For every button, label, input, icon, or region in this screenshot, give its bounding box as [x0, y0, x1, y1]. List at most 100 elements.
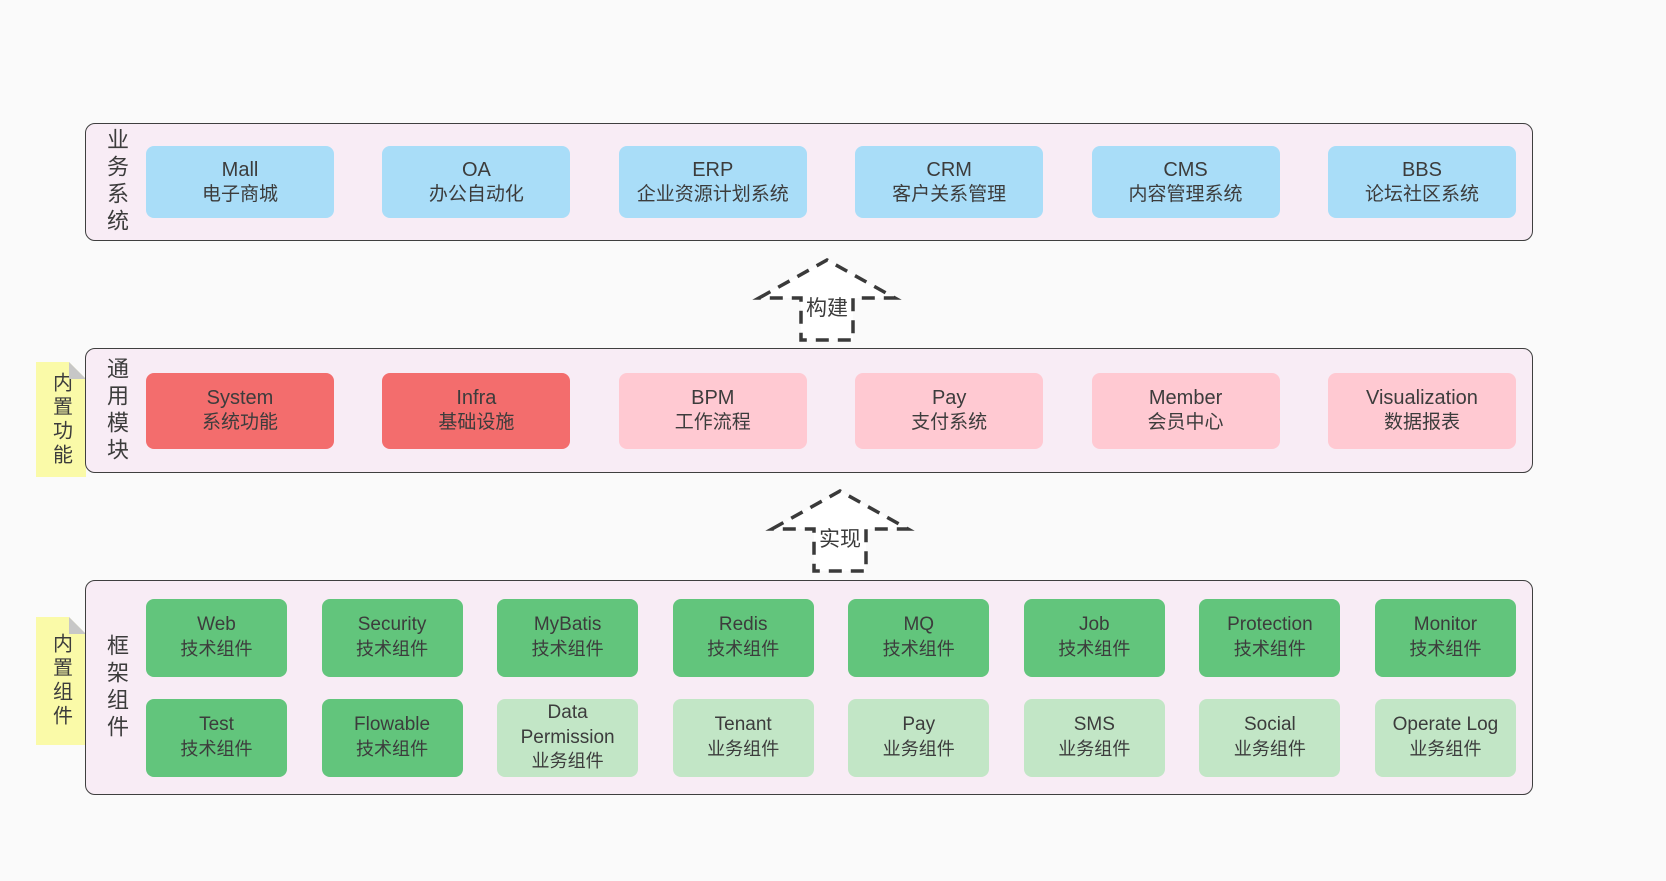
box-subtitle: 业务组件: [882, 739, 955, 760]
box-mq: MQ 技术组件: [848, 598, 990, 677]
box-subtitle: 技术组件: [1058, 639, 1131, 660]
box-subtitle: 工作流程: [674, 412, 751, 434]
box-pay-biz: Pay 业务组件: [848, 698, 990, 777]
box-sms: SMS 业务组件: [1023, 698, 1165, 777]
box-oa: OA 办公自动化: [382, 146, 571, 218]
box-infra: Infra 基础设施: [382, 372, 571, 449]
note-label: 内置组件: [49, 633, 72, 729]
box-subtitle: 论坛社区系统: [1364, 183, 1479, 205]
box-system: System 系统功能: [146, 372, 334, 449]
box-title: Visualization: [1365, 387, 1478, 410]
box-operate-log: Operate Log 业务组件: [1374, 698, 1516, 777]
box-title: SMS: [1073, 714, 1115, 736]
box-title: Infra: [456, 387, 497, 410]
box-title: Protection: [1227, 614, 1313, 636]
box-subtitle: 技术组件: [355, 639, 429, 660]
box-title: Test: [199, 714, 234, 736]
modules-row: System 系统功能 Infra 基础设施 BPM 工作流程 Pay 支付系统…: [146, 372, 1516, 449]
box-title: Operate Log: [1392, 714, 1499, 736]
box-title: BPM: [691, 387, 735, 410]
box-protection: Protection 技术组件: [1199, 598, 1341, 677]
arrow-label-build: 构建: [803, 290, 851, 324]
box-redis: Redis 技术组件: [672, 598, 814, 677]
box-subtitle: 企业资源计划系统: [636, 183, 789, 205]
box-title: MyBatis: [533, 614, 602, 636]
box-bpm: BPM 工作流程: [618, 372, 807, 449]
box-monitor: Monitor 技术组件: [1374, 598, 1516, 677]
band-label: 框架组件: [104, 633, 129, 742]
box-cms: CMS 内容管理系统: [1091, 146, 1280, 218]
box-title: Pay: [931, 387, 967, 410]
band-label: 业务系统: [104, 128, 129, 236]
components-row-1: Web 技术组件 Security 技术组件 MyBatis 技术组件 Redi…: [146, 598, 1516, 677]
box-subtitle: 技术组件: [1233, 639, 1306, 660]
box-title: Security: [357, 614, 427, 636]
box-subtitle: 技术组件: [1409, 639, 1482, 660]
box-title: Tenant: [714, 714, 772, 736]
box-subtitle: 技术组件: [707, 639, 780, 660]
box-tenant: Tenant 业务组件: [672, 698, 814, 777]
box-subtitle: 技术组件: [180, 739, 253, 760]
box-title: Social: [1244, 714, 1296, 736]
box-mall: Mall 电子商城: [146, 146, 334, 218]
box-title: OA: [461, 158, 491, 181]
box-title: Monitor: [1413, 614, 1478, 636]
band-business-systems: 业务系统 Mall 电子商城 OA 办公自动化 ERP 企业资源计划系统 CRM…: [85, 123, 1533, 241]
box-subtitle: 客户关系管理: [892, 183, 1007, 205]
box-test: Test 技术组件: [146, 698, 287, 777]
sticky-note-built-in-features: 内置功能: [36, 362, 86, 477]
box-subtitle: 技术组件: [355, 739, 429, 760]
box-mybatis: MyBatis 技术组件: [497, 598, 639, 677]
box-title: System: [206, 387, 274, 410]
box-subtitle: 支付系统: [911, 412, 988, 434]
box-social: Social 业务组件: [1199, 698, 1341, 777]
box-subtitle: 技术组件: [531, 639, 604, 660]
box-title: Flowable: [354, 714, 431, 736]
box-subtitle: 电子商城: [201, 183, 278, 205]
business-row: Mall 电子商城 OA 办公自动化 ERP 企业资源计划系统 CRM 客户关系…: [146, 146, 1516, 218]
box-title: Mall: [221, 158, 259, 181]
box-subtitle: 数据报表: [1383, 412, 1460, 434]
box-title: Job: [1078, 614, 1110, 636]
box-flowable: Flowable 技术组件: [321, 698, 463, 777]
box-bbs: BBS 论坛社区系统: [1327, 146, 1516, 218]
box-security: Security 技术组件: [321, 598, 463, 677]
box-title: Web: [197, 614, 236, 636]
box-job: Job 技术组件: [1023, 598, 1165, 677]
box-subtitle: 业务组件: [531, 751, 604, 772]
box-subtitle: 系统功能: [201, 412, 278, 434]
box-subtitle: 会员中心: [1147, 412, 1224, 434]
box-title: Member: [1148, 387, 1223, 410]
box-title: ERP: [692, 158, 734, 181]
box-data-permission: Data Permission 业务组件: [497, 698, 639, 777]
box-erp: ERP 企业资源计划系统: [618, 146, 807, 218]
box-web: Web 技术组件: [146, 598, 287, 677]
box-title: MQ: [903, 614, 935, 636]
box-crm: CRM 客户关系管理: [855, 146, 1044, 218]
box-subtitle: 业务组件: [1409, 739, 1482, 760]
box-title: BBS: [1401, 158, 1442, 181]
box-member: Member 会员中心: [1091, 372, 1280, 449]
band-label: 通用模块: [104, 356, 129, 465]
band-framework-components: 框架组件 Web 技术组件 Security 技术组件 MyBatis 技术组件…: [85, 580, 1533, 795]
box-subtitle: 业务组件: [1233, 739, 1306, 760]
note-label: 内置功能: [49, 371, 72, 468]
box-subtitle: 内容管理系统: [1128, 183, 1243, 205]
box-title: Pay: [902, 714, 936, 736]
box-subtitle: 基础设施: [438, 412, 515, 434]
box-title: CRM: [926, 158, 972, 181]
band-common-modules: 通用模块 System 系统功能 Infra 基础设施 BPM 工作流程 Pay…: [85, 348, 1533, 473]
box-subtitle: 技术组件: [882, 639, 955, 660]
box-subtitle: 业务组件: [707, 739, 780, 760]
sticky-note-built-in-components: 内置组件: [36, 617, 86, 745]
box-pay: Pay 支付系统: [855, 372, 1044, 449]
box-title: Data Permission: [520, 702, 615, 748]
arrow-label-implement: 实现: [816, 521, 864, 555]
components-row-2: Test 技术组件 Flowable 技术组件 Data Permission …: [146, 698, 1516, 777]
box-visualization: Visualization 数据报表: [1327, 372, 1516, 449]
box-title: Redis: [718, 614, 768, 636]
box-subtitle: 办公自动化: [428, 183, 524, 205]
box-subtitle: 业务组件: [1058, 739, 1131, 760]
box-title: CMS: [1163, 158, 1208, 181]
